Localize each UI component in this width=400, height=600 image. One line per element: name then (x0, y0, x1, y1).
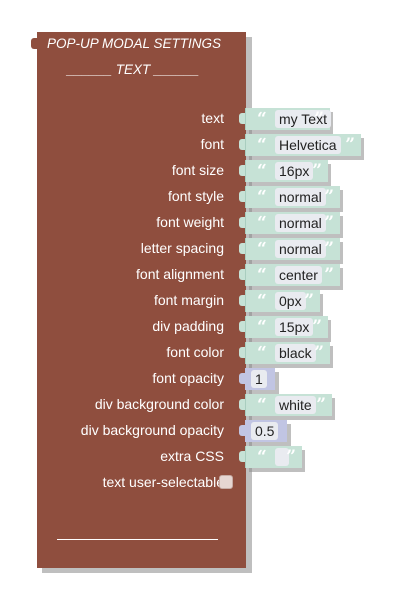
popup-modal-settings-block[interactable] (37, 32, 246, 568)
label-div-padding: div padding (152, 318, 224, 334)
input-connector (239, 451, 245, 462)
label-text: text (201, 110, 224, 126)
number-field-div-background-opacity[interactable]: 0.5 (251, 422, 279, 440)
right-double-quote-icon: ” (316, 395, 326, 415)
input-connector (239, 373, 245, 384)
text-field-font[interactable]: Helvetica (275, 136, 341, 154)
bottom-separator (57, 539, 218, 540)
number-field-font-opacity[interactable]: 1 (251, 370, 267, 388)
text-field-letter-spacing[interactable]: normal (275, 240, 326, 258)
label-font-size: font size (171, 162, 224, 178)
text-field-font-weight[interactable]: normal (275, 214, 326, 232)
right-double-quote-icon: ” (324, 187, 334, 207)
input-connector (239, 269, 245, 280)
left-double-quote-icon: “ (257, 317, 267, 337)
string-block-font[interactable]: “ Helvetica” (245, 134, 361, 156)
input-connector (239, 243, 245, 254)
input-connector (239, 399, 245, 410)
left-double-quote-icon: “ (257, 343, 267, 363)
left-double-quote-icon: “ (257, 291, 267, 311)
label-font-style: font style (167, 188, 224, 204)
input-connector (239, 321, 245, 332)
text-field-div-background-color[interactable]: white (275, 396, 316, 414)
input-connector (239, 217, 245, 228)
string-block-font-color[interactable]: “ black” (245, 342, 330, 364)
label-div-background-opacity: div background opacity (80, 422, 224, 438)
string-block-font-alignment[interactable]: “ center” (245, 264, 340, 286)
string-block-text[interactable]: “ my Text” (245, 108, 331, 130)
string-block-div-background-color[interactable]: “ white” (245, 394, 332, 416)
number-block-div-background-opacity[interactable]: 0.5 (245, 420, 287, 442)
label-font-weight: font weight (156, 214, 224, 230)
right-double-quote-icon: ” (324, 265, 334, 285)
text-field-text[interactable]: my Text (275, 110, 331, 128)
right-double-quote-icon: ” (312, 317, 322, 337)
left-double-quote-icon: “ (257, 395, 267, 415)
right-double-quote-icon: ” (286, 447, 296, 467)
input-connector (239, 295, 245, 306)
label-font-alignment: font alignment (136, 266, 224, 282)
text-field-extra-css[interactable] (275, 448, 289, 466)
label-extra-css: extra CSS (160, 448, 224, 464)
string-block-font-margin[interactable]: “ 0px” (245, 290, 320, 312)
number-block-font-opacity[interactable]: 1 (245, 368, 275, 390)
text-field-font-size[interactable]: 16px (275, 162, 314, 180)
right-double-quote-icon: ” (314, 343, 324, 363)
label-div-background-color: div background color (94, 396, 224, 412)
input-connector (239, 113, 245, 124)
input-connector (239, 425, 245, 436)
string-block-div-padding[interactable]: “ 15px” (245, 316, 328, 338)
text-field-font-color[interactable]: black (275, 344, 316, 362)
right-double-quote-icon: ” (324, 213, 334, 233)
text-field-font-style[interactable]: normal (275, 188, 326, 206)
left-double-quote-icon: “ (257, 161, 267, 181)
right-double-quote-icon: ” (345, 135, 355, 155)
label-font-color: font color (166, 344, 224, 360)
right-double-quote-icon: ” (314, 109, 324, 129)
left-double-quote-icon: “ (257, 109, 267, 129)
left-double-quote-icon: “ (257, 135, 267, 155)
label-font-opacity: font opacity (152, 370, 224, 386)
text-field-font-alignment[interactable]: center (275, 266, 322, 284)
left-double-quote-icon: “ (257, 239, 267, 259)
left-double-quote-icon: “ (257, 213, 267, 233)
label-text-user-selectable: text user-selectable (102, 474, 224, 490)
label-font: font (200, 136, 224, 152)
previous-connection-tab (31, 38, 39, 49)
block-title: POP-UP MODAL SETTINGS (47, 36, 222, 51)
right-double-quote-icon: ” (312, 161, 322, 181)
string-block-font-size[interactable]: “ 16px” (245, 160, 328, 182)
block-subtitle: ______ TEXT ______ (67, 62, 200, 77)
right-double-quote-icon: ” (304, 291, 314, 311)
string-block-extra-css[interactable]: “” (245, 446, 302, 468)
checkbox-text-user-selectable[interactable] (219, 475, 233, 489)
input-connector (239, 191, 245, 202)
right-double-quote-icon: ” (324, 239, 334, 259)
label-font-margin: font margin (153, 292, 224, 308)
input-connector (239, 139, 245, 150)
string-block-font-style[interactable]: “ normal” (245, 186, 340, 208)
string-block-font-weight[interactable]: “ normal” (245, 212, 340, 234)
input-connector (239, 165, 245, 176)
left-double-quote-icon: “ (257, 447, 267, 467)
string-block-letter-spacing[interactable]: “ normal” (245, 238, 340, 260)
left-double-quote-icon: “ (257, 187, 267, 207)
label-letter-spacing: letter spacing (140, 240, 224, 256)
text-field-div-padding[interactable]: 15px (275, 318, 314, 336)
text-field-font-margin[interactable]: 0px (275, 292, 306, 310)
input-connector (239, 347, 245, 358)
left-double-quote-icon: “ (257, 265, 267, 285)
